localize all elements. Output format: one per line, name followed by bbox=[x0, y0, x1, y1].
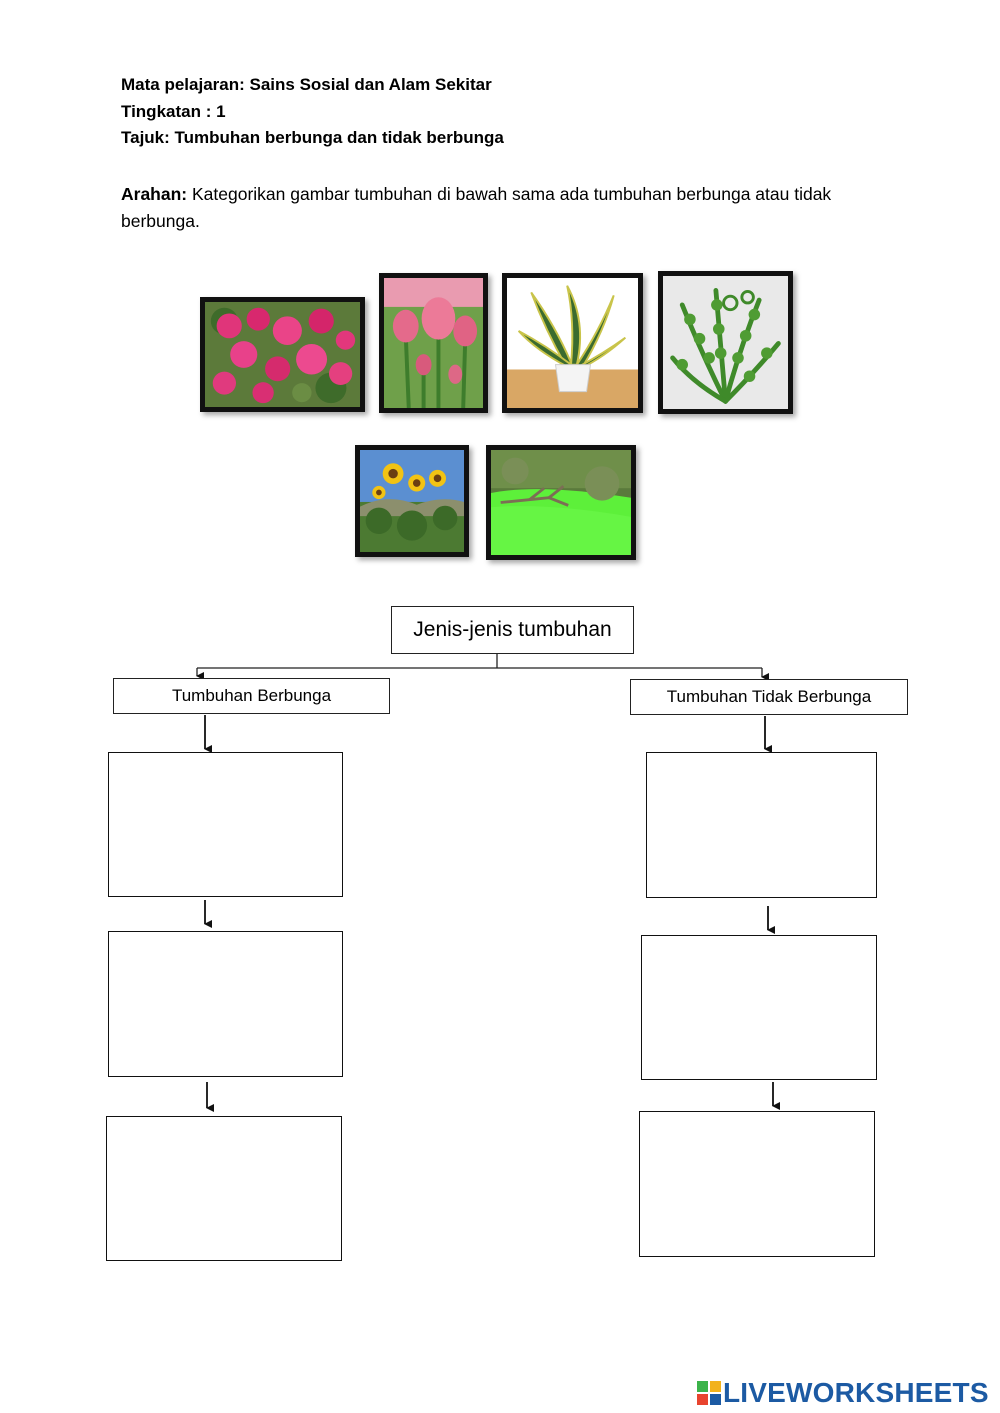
flowering-answer-box-1[interactable] bbox=[108, 752, 343, 897]
flowering-category-box: Tumbuhan Berbunga bbox=[113, 678, 390, 714]
liveworksheets-logo-icon bbox=[697, 1381, 721, 1405]
liveworksheets-brand: LIVEWORKSHEETS bbox=[697, 1374, 989, 1412]
fern-photo[interactable] bbox=[658, 271, 793, 414]
tulip-photo[interactable] bbox=[379, 273, 488, 413]
snake-plant-photo[interactable] bbox=[502, 273, 643, 413]
diagram-root-box: Jenis-jenis tumbuhan bbox=[391, 606, 634, 654]
sunflower-photo[interactable] bbox=[355, 445, 469, 557]
instructions-text: Kategorikan gambar tumbuhan di bawah sam… bbox=[121, 184, 832, 231]
level-line: Tingkatan : 1 bbox=[121, 101, 226, 121]
subject-line: Mata pelajaran: Sains Sosial dan Alam Se… bbox=[121, 75, 492, 94]
instructions-label: Arahan: bbox=[121, 184, 188, 204]
worksheet-header: Mata pelajaran: Sains Sosial dan Alam Se… bbox=[121, 72, 504, 152]
flowering-answer-box-3[interactable] bbox=[106, 1116, 342, 1261]
instructions: Arahan: Kategorikan gambar tumbuhan di b… bbox=[121, 181, 881, 234]
bougainvillea-photo[interactable] bbox=[200, 297, 365, 412]
non-flowering-answer-box-1[interactable] bbox=[646, 752, 877, 898]
topic-line: Tajuk: Tumbuhan berbunga dan tidak berbu… bbox=[121, 128, 504, 147]
non-flowering-answer-box-3[interactable] bbox=[639, 1111, 875, 1257]
non-flowering-answer-box-2[interactable] bbox=[641, 935, 877, 1080]
brand-name: LIVEWORKSHEETS bbox=[723, 1377, 989, 1408]
flowering-answer-box-2[interactable] bbox=[108, 931, 343, 1077]
non-flowering-category-box: Tumbuhan Tidak Berbunga bbox=[630, 679, 908, 715]
pond-algae-photo[interactable] bbox=[486, 445, 636, 560]
